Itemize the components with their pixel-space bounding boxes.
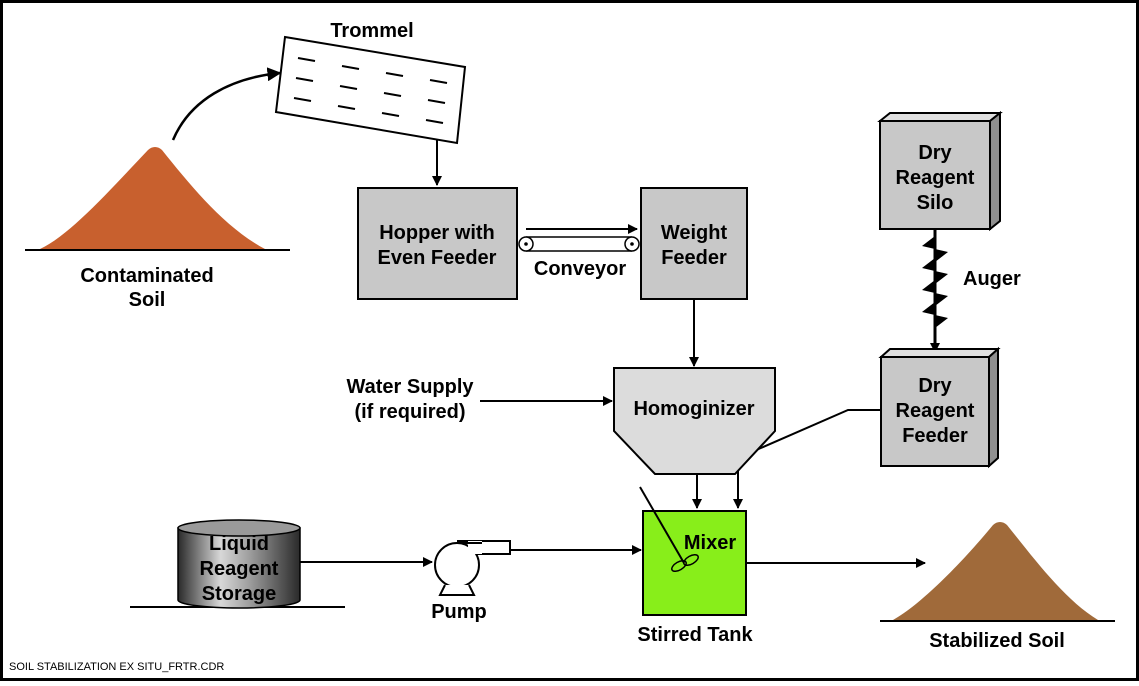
liquid-reagent-label-line2: Reagent: [200, 558, 279, 580]
stabilized-soil-label: Stabilized Soil: [929, 630, 1065, 652]
water-supply-label-line2: (if required): [354, 401, 465, 423]
contaminated-soil-label-line2: Soil: [129, 289, 166, 311]
mixer-label: Mixer: [684, 532, 736, 554]
weight-feeder-label-line2: Feeder: [661, 247, 727, 269]
auger: [922, 229, 948, 353]
dry-reagent-silo-label-line2: Reagent: [896, 167, 975, 189]
hopper-label-line1: Hopper with: [379, 222, 495, 244]
conveyor: [518, 224, 640, 252]
weight-feeder-label-line1: Weight: [661, 222, 728, 244]
liquid-reagent-storage-tank: [130, 519, 345, 609]
dry-reagent-feeder-label-line2: Reagent: [896, 400, 975, 422]
dry-reagent-feeder-label-line1: Dry: [918, 375, 952, 397]
contaminated-soil-fill: [40, 147, 265, 249]
weight-feeder-box: [640, 187, 748, 300]
pump-label: Pump: [431, 601, 487, 623]
footer-file-name: SOIL STABILIZATION EX SITU_FRTR.CDR: [9, 661, 224, 673]
stirred-tank: [639, 486, 747, 616]
homogenizer-vessel: [613, 367, 776, 475]
hopper-box: [357, 187, 518, 300]
dry-reagent-silo-label-line3: Silo: [917, 192, 954, 214]
stabilized-soil-pile: [880, 522, 1115, 622]
hopper-label-line2: Even Feeder: [378, 247, 497, 269]
trommel-screen-slots: [293, 57, 448, 124]
auger-label: Auger: [963, 268, 1021, 290]
dry-reagent-feeder-label-line3: Feeder: [902, 425, 968, 447]
mixer-impeller: [671, 553, 699, 573]
liquid-reagent-label-line3: Storage: [202, 583, 276, 605]
stabilized-soil-fill: [893, 522, 1098, 620]
contaminated-soil-pile: [25, 147, 290, 251]
stirred-tank-label: Stirred Tank: [637, 624, 753, 646]
dry-reagent-silo: [877, 110, 1003, 232]
trommel-label: Trommel: [330, 20, 413, 42]
dry-feeder-to-mixer-line: [733, 409, 881, 509]
contaminated-soil-label-line1: Contaminated: [80, 265, 213, 287]
pump: [434, 540, 511, 596]
soil-to-trommel-arrow: [171, 67, 282, 141]
liquid-reagent-label-line1: Liquid: [209, 533, 269, 555]
water-supply-label-line1: Water Supply: [346, 376, 474, 398]
dry-reagent-silo-label-line1: Dry: [918, 142, 952, 164]
dry-reagent-feeder: [878, 346, 1001, 469]
mixer-shaft: [639, 486, 685, 564]
trommel: [274, 35, 467, 145]
conveyor-label: Conveyor: [534, 258, 626, 280]
trommel-drum: [274, 35, 467, 145]
homogenizer-label: Homoginizer: [633, 398, 754, 420]
